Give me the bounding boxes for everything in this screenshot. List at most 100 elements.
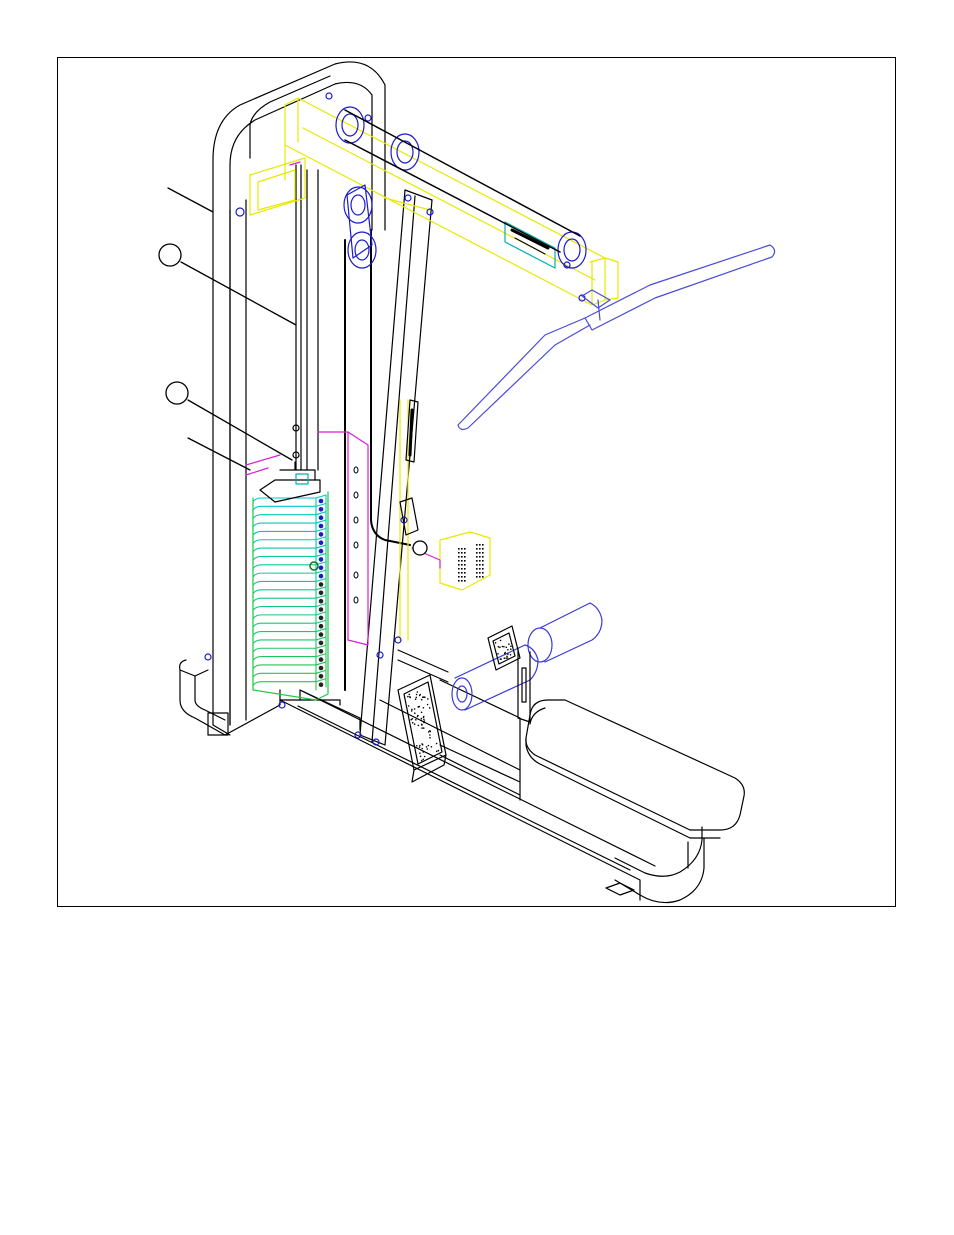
grip-dot — [502, 646, 504, 648]
grip-dot — [499, 647, 501, 649]
shroud-hole — [354, 492, 358, 498]
weight-stack — [253, 492, 328, 700]
grip-dot — [421, 718, 423, 720]
selector-hole — [319, 607, 324, 612]
grip-dot — [508, 643, 510, 645]
grip-knurl — [458, 552, 460, 554]
grip-dot — [416, 697, 418, 699]
shroud-hole — [354, 572, 358, 578]
grip-knurl — [482, 576, 484, 578]
stack-plate — [253, 565, 316, 573]
grip-dot — [421, 727, 423, 729]
stack-plate — [253, 640, 316, 648]
grip-dot — [429, 737, 431, 739]
grip-dot — [506, 647, 508, 649]
grip-dot — [418, 706, 420, 708]
grip-dot — [510, 646, 512, 648]
grip-knurl — [461, 576, 463, 578]
top-beam — [250, 98, 618, 640]
stack-plate — [253, 581, 316, 589]
grip-dot — [419, 746, 421, 748]
shroud-hole — [354, 597, 358, 603]
callout-5 — [413, 541, 427, 555]
shroud-hole — [354, 467, 358, 473]
grip-knurl — [479, 568, 481, 570]
callout-1-leader — [168, 188, 213, 212]
grip-dot — [422, 759, 424, 761]
selector-hole — [319, 657, 324, 662]
stack-plate — [253, 548, 316, 556]
grip-dot — [429, 734, 431, 736]
grip-dot — [431, 746, 433, 748]
grip-knurl — [476, 576, 478, 578]
grip-dot — [423, 727, 425, 729]
grip-knurl — [464, 556, 466, 558]
grip-dot — [497, 653, 499, 655]
grip-dot — [423, 716, 425, 718]
selector-hole — [319, 557, 324, 562]
stack-plate — [253, 531, 316, 539]
foot-plate-rear — [488, 626, 520, 670]
selector-hole — [319, 549, 324, 554]
grip-dot — [428, 731, 430, 733]
grip-dot — [424, 720, 426, 722]
grip-dot — [429, 730, 431, 732]
selector-hole — [319, 666, 324, 671]
grip-dot — [506, 656, 508, 658]
thigh-roller-pads — [452, 603, 602, 710]
grip-knurl — [458, 548, 460, 550]
grip-dot — [500, 658, 502, 660]
grip-dot — [421, 699, 423, 701]
grip-dot — [417, 716, 419, 718]
grip-knurl — [482, 552, 484, 554]
grip-knurl — [461, 548, 463, 550]
grip-dot — [415, 698, 417, 700]
grip-dot — [495, 642, 497, 644]
grip-knurl — [461, 564, 463, 566]
grip-dot — [411, 709, 413, 711]
callouts — [159, 188, 427, 555]
grip-knurl — [479, 548, 481, 550]
stack-plate — [253, 657, 316, 665]
stack-plate — [253, 540, 316, 548]
grip-knurl — [476, 548, 478, 550]
grip-dot — [412, 718, 414, 720]
grip-dot — [420, 756, 422, 758]
stack-plate — [253, 556, 316, 564]
grip-dot — [504, 652, 506, 654]
grip-dot — [419, 745, 421, 747]
grip-knurl — [482, 548, 484, 550]
selector-hole — [319, 532, 324, 537]
grip-dot — [421, 743, 423, 745]
grip-knurl — [461, 580, 463, 582]
grip-knurl — [464, 560, 466, 562]
grip-dot — [419, 695, 421, 697]
grip-dot — [414, 712, 416, 714]
stack-plate — [253, 648, 316, 656]
grip-dot — [420, 720, 422, 722]
grip-dot — [423, 722, 425, 724]
selector-hole — [319, 682, 324, 687]
selector-hole — [319, 566, 324, 571]
grip-dot — [416, 745, 418, 747]
base-frame — [180, 660, 704, 903]
grip-dot — [423, 707, 425, 709]
stack-plate — [253, 682, 316, 690]
grip-dot — [436, 751, 438, 753]
selector-hole — [319, 591, 324, 596]
grip-dot — [418, 725, 420, 727]
grip-dot — [428, 745, 430, 747]
stack-plate — [253, 573, 316, 581]
stack-plate — [253, 590, 316, 598]
selector-hole — [319, 515, 324, 520]
grip-dot — [412, 722, 414, 724]
selector-hole — [319, 641, 324, 646]
grip-knurl — [482, 568, 484, 570]
grip-knurl — [464, 552, 466, 554]
stack-plate — [253, 598, 316, 606]
grip-knurl — [479, 564, 481, 566]
selector-hole — [319, 599, 324, 604]
lat-pulldown-bar — [458, 245, 775, 429]
stack-selector-holes — [310, 467, 358, 687]
grip-knurl — [461, 568, 463, 570]
